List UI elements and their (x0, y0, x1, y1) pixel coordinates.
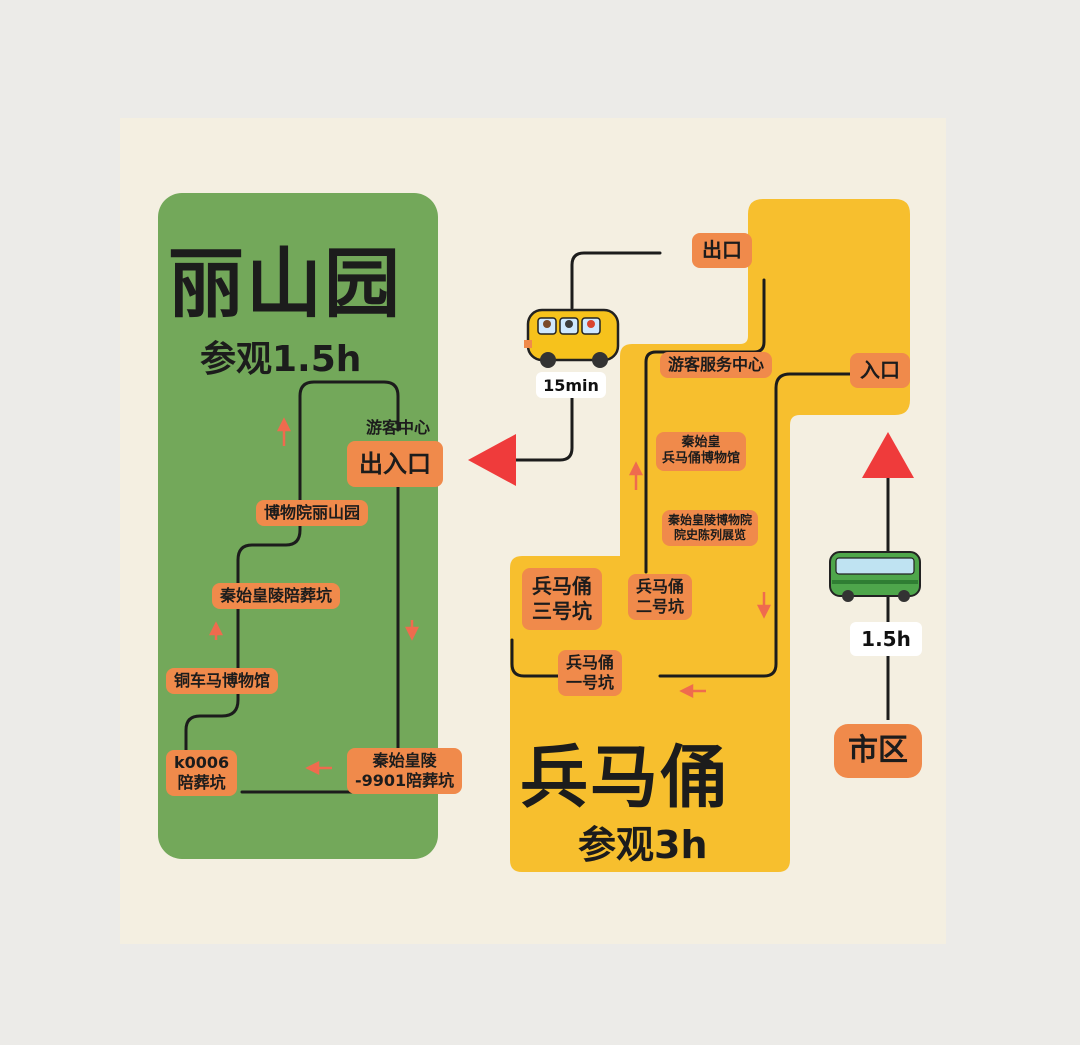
k0006-line1: k0006 (174, 753, 230, 772)
pit1-line2: 一号坑 (566, 673, 615, 692)
lishan-gate[interactable]: 出入口 (347, 441, 443, 487)
terracotta-duration: 参观3h (578, 823, 708, 867)
stop-pit-3[interactable]: 兵马俑 三号坑 (522, 568, 602, 630)
museum-line1: 秦始皇 (681, 435, 721, 450)
museum-line2: 兵马俑博物馆 (662, 451, 741, 467)
visitor-center-label: 游客中心 (366, 418, 431, 437)
terracotta-title: 兵马俑 (520, 739, 731, 818)
pit3-line1: 兵马俑 (532, 574, 592, 598)
lishan-title: 丽山园 (168, 239, 402, 328)
stop-pit-2[interactable]: 兵马俑 二号坑 (628, 574, 693, 620)
exit-label[interactable]: 出口 (692, 233, 752, 268)
stop-burial-pits[interactable]: 秦始皇陵陪葬坑 (212, 583, 341, 609)
lishan-duration: 参观1.5h (200, 339, 362, 380)
entrance-label[interactable]: 入口 (850, 353, 910, 388)
stop-pit-1[interactable]: 兵马俑 一号坑 (558, 650, 623, 696)
stop-terracotta-museum[interactable]: 秦始皇 兵马俑博物馆 (656, 432, 747, 471)
stop-history-exhibit[interactable]: 秦始皇陵博物院 院史陈列展览 (662, 510, 759, 546)
pit9901-line2: -9901陪葬坑 (355, 771, 455, 790)
history-line1: 秦始皇陵博物院 (668, 513, 753, 527)
coach-bus-icon (829, 551, 921, 602)
bus-time: 1.5h (850, 622, 922, 656)
stop-bronze-chariot[interactable]: 铜车马博物馆 (166, 668, 279, 694)
history-line2: 院史陈列展览 (674, 528, 747, 542)
k0006-line2: 陪葬坑 (177, 773, 226, 792)
city-label[interactable]: 市区 (834, 724, 922, 778)
visitor-service-center[interactable]: 游客服务中心 (660, 352, 773, 378)
stop-pit-9901[interactable]: 秦始皇陵 -9901陪葬坑 (347, 748, 463, 794)
arrow-to-lishan-gate (468, 434, 516, 486)
direction-arrows (208, 417, 772, 776)
stop-k0006[interactable]: k0006 陪葬坑 (166, 750, 238, 796)
shuttle-time: 15min (536, 372, 606, 398)
arrow-to-entrance (862, 432, 914, 478)
school-bus-icon (524, 308, 620, 368)
shuttle-route (514, 251, 662, 462)
stop-museum-lishan[interactable]: 博物院丽山园 (256, 500, 369, 526)
pit3-line2: 三号坑 (532, 599, 592, 623)
pit2-line1: 兵马俑 (636, 577, 685, 596)
pit2-line2: 二号坑 (636, 597, 685, 616)
pit1-line1: 兵马俑 (566, 653, 615, 672)
pit9901-line1: 秦始皇陵 (372, 751, 437, 770)
